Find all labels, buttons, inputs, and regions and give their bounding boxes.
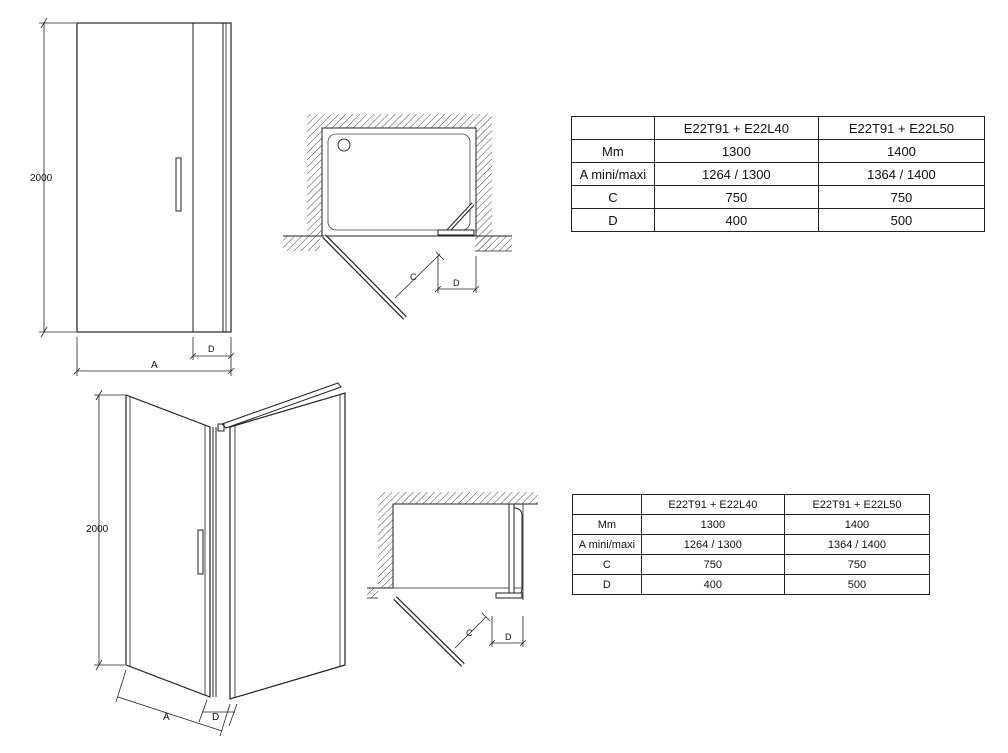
table-header-cell (572, 494, 642, 515)
height-dimension-bottom (94, 389, 125, 671)
table-cell: C (571, 185, 655, 209)
wall-hatch-right (476, 236, 512, 251)
table-cell: 750 (653, 185, 819, 209)
drain (337, 138, 351, 152)
height-dimension-top (39, 17, 76, 338)
table-cell: 1300 (653, 139, 819, 163)
table-cell: Mm (571, 139, 655, 163)
door-handle-iso (197, 529, 204, 575)
height-label-top: 2000 (30, 173, 53, 184)
wall-inner-line-bottom (367, 503, 538, 589)
table-row: Mm 1300 1400 (571, 139, 986, 163)
table-cell: D (572, 574, 642, 595)
side-panel-bracket (513, 507, 523, 597)
table-header-cell: E22T91 + E22L40 (653, 116, 819, 140)
table-row: C 750 750 (572, 554, 931, 575)
table-cell: 750 (783, 554, 931, 575)
table-header-row: E22T91 + E22L40 E22T91 + E22L50 (572, 494, 931, 515)
fixed-panel-foot (437, 229, 475, 236)
table-row: A mini/maxi 1264 / 1300 1364 / 1400 (572, 534, 931, 555)
width-a-dimension-top (73, 337, 235, 376)
table-row: D 400 500 (571, 208, 986, 232)
table-cell: 500 (817, 208, 986, 232)
side-panel-foot (495, 592, 523, 599)
door-handle (175, 157, 182, 212)
c-label-top: C (410, 272, 417, 282)
shower-tray-inner (327, 133, 471, 231)
side-panel-outline (229, 392, 346, 700)
table-cell: C (572, 554, 642, 575)
side-panel-plan (508, 503, 515, 597)
table-cell: 400 (653, 208, 819, 232)
table-cell: 1364 / 1400 (817, 162, 986, 186)
table-header-cell: E22T91 + E22L50 (817, 116, 986, 140)
table-header-cell: E22T91 + E22L50 (783, 494, 931, 515)
top-rail (221, 382, 342, 429)
rail-cap (217, 423, 225, 432)
table-cell: 1264 / 1300 (653, 162, 819, 186)
c-label-bottom: C (466, 628, 473, 638)
table-row: Mm 1300 1400 (572, 514, 931, 535)
fixed-panel-angle-inner (446, 203, 474, 233)
width-a-dimension-bottom (115, 669, 231, 737)
door-open-bottom-inner (394, 597, 464, 666)
plan-view-top (283, 114, 512, 320)
d-dimension-plan-bottom (488, 616, 527, 647)
d-label-plan-top: D (453, 278, 460, 288)
width-a-label-top: A (151, 360, 158, 371)
shower-tray (321, 127, 477, 237)
table-row: A mini/maxi 1264 / 1300 1364 / 1400 (571, 162, 986, 186)
table-header-cell (571, 116, 655, 140)
d-label-plan-bottom: D (505, 632, 512, 642)
door-open-inner (323, 235, 406, 319)
shower-panel-outline (76, 22, 232, 333)
d-dimension-plan-top (434, 256, 480, 293)
table-cell: 750 (640, 554, 785, 575)
table-header-row: E22T91 + E22L40 E22T91 + E22L50 (571, 116, 986, 140)
dimension-table-bottom: E22T91 + E22L40 E22T91 + E22L50 Mm 1300 … (572, 494, 931, 595)
table-row: D 400 500 (572, 574, 931, 595)
table-cell: 1400 (817, 139, 986, 163)
dimension-table-top: E22T91 + E22L40 E22T91 + E22L50 Mm 1300 … (571, 116, 986, 232)
table-cell: A mini/maxi (572, 534, 642, 555)
d-dimension-bottom (198, 699, 238, 727)
table-cell: 500 (783, 574, 931, 595)
c-dimension-top (394, 251, 445, 299)
table-cell: 1400 (783, 514, 931, 535)
table-cell: 400 (640, 574, 785, 595)
table-cell: D (571, 208, 655, 232)
table-cell: 1300 (640, 514, 785, 535)
table-cell: 750 (817, 185, 986, 209)
d-dimension-top (189, 337, 235, 360)
c-dimension-bottom (454, 612, 491, 649)
isometric-view-bottom (94, 382, 346, 737)
door-panel-outline (125, 394, 211, 698)
table-cell: A mini/maxi (571, 162, 655, 186)
d-label-bottom: D (212, 712, 219, 723)
table-cell: 1364 / 1400 (783, 534, 931, 555)
width-a-label-bottom: A (163, 712, 170, 723)
d-label-top: D (208, 344, 215, 354)
table-row: C 750 750 (571, 185, 986, 209)
wall-hatch-bottom (367, 492, 538, 598)
height-label-bottom: 2000 (86, 524, 109, 535)
front-elevation-top (39, 17, 235, 376)
table-cell: Mm (572, 514, 642, 535)
table-cell: 1264 / 1300 (640, 534, 785, 555)
plan-view-bottom (367, 492, 538, 667)
table-header-cell: E22T91 + E22L40 (640, 494, 785, 515)
